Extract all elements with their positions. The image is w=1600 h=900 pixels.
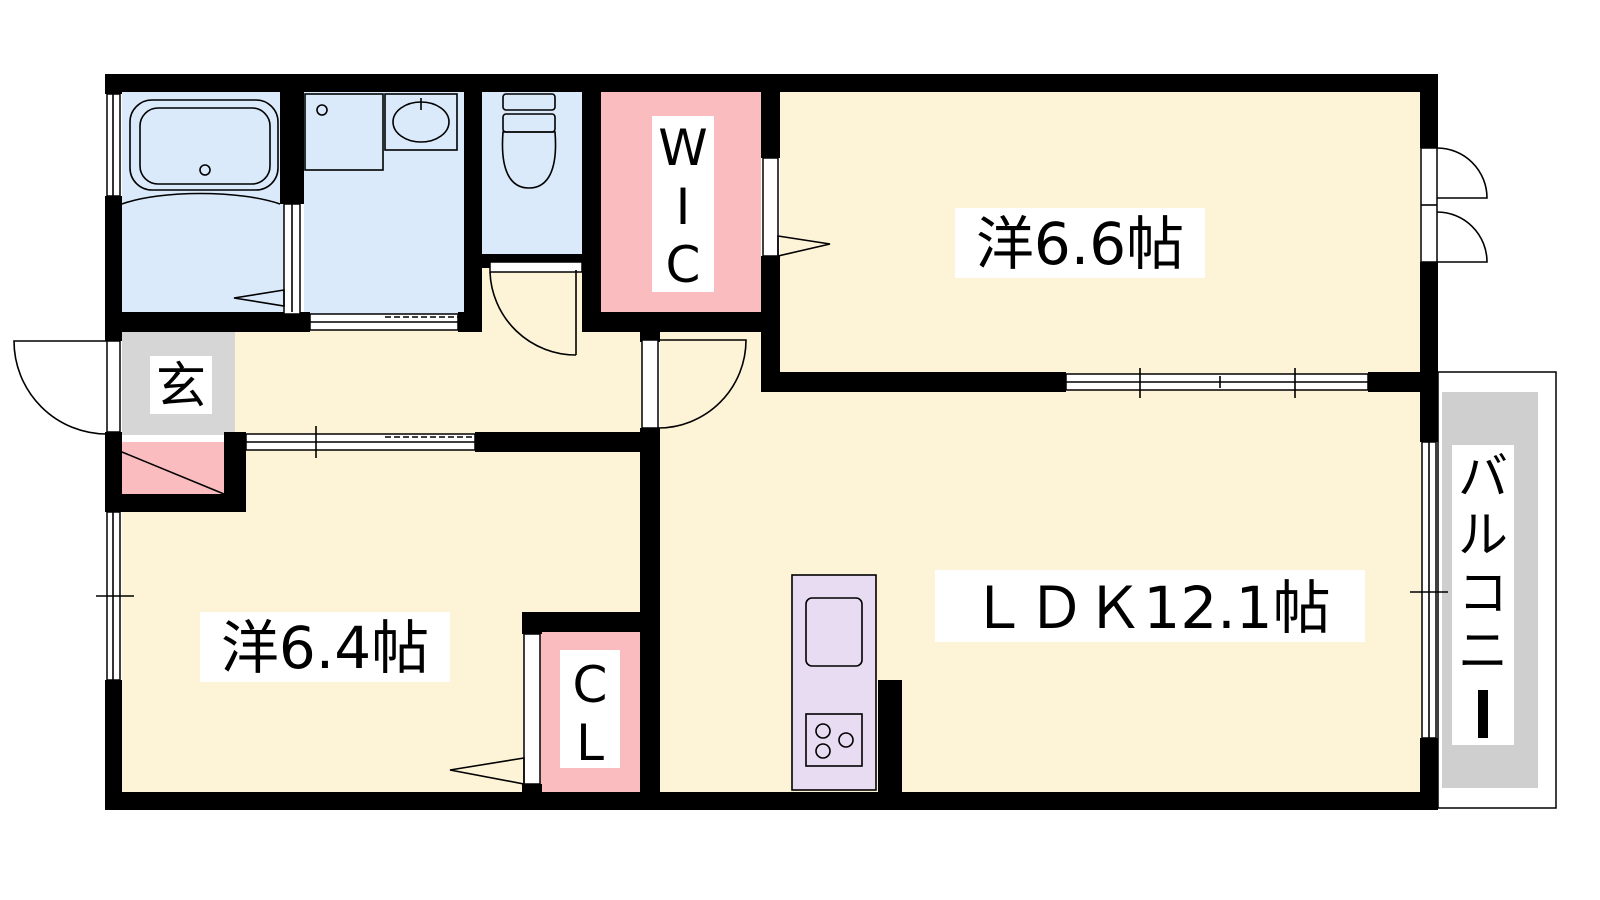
balcony-door-icon[interactable] bbox=[1420, 147, 1488, 263]
kitchen-counter bbox=[791, 574, 877, 791]
ldk-label: ＬＤＫ12.1帖 bbox=[935, 570, 1365, 642]
western-b-label: 洋6.4帖 bbox=[200, 612, 450, 682]
svg-text:ＬＤＫ12.1帖: ＬＤＫ12.1帖 bbox=[969, 574, 1330, 642]
wic-door[interactable] bbox=[762, 157, 779, 257]
bathtub-icon bbox=[121, 99, 281, 205]
svg-text:ー: ー bbox=[1458, 680, 1508, 738]
closet-door[interactable] bbox=[523, 633, 541, 785]
toilet-door-icon[interactable] bbox=[489, 261, 583, 356]
balcony-label: バ ル コ ニ ー bbox=[1452, 445, 1514, 745]
svg-text:バ: バ bbox=[1458, 448, 1508, 506]
stove-icon bbox=[805, 713, 863, 767]
wic-label: W I C bbox=[652, 116, 714, 294]
svg-text:I: I bbox=[676, 178, 691, 236]
entrance-label: 玄 bbox=[150, 356, 212, 415]
shoe-closet-diagonal bbox=[121, 451, 225, 495]
fixtures bbox=[121, 93, 877, 791]
svg-text:C: C bbox=[666, 236, 701, 294]
entrance-door-icon[interactable] bbox=[13, 340, 121, 435]
svg-text:洋6.6帖: 洋6.6帖 bbox=[976, 210, 1184, 278]
shoe-closet bbox=[122, 442, 224, 494]
sink-icon bbox=[805, 597, 863, 667]
svg-text:C: C bbox=[573, 656, 608, 714]
svg-text:コ: コ bbox=[1458, 564, 1508, 622]
svg-text:L: L bbox=[576, 714, 604, 772]
western-a-label: 洋6.6帖 bbox=[955, 208, 1205, 278]
balcony-long-mark bbox=[1478, 690, 1488, 738]
svg-text:ル: ル bbox=[1458, 506, 1508, 564]
walls bbox=[105, 74, 1438, 810]
svg-text:ニ: ニ bbox=[1458, 622, 1508, 680]
washbasin-icon bbox=[384, 93, 458, 151]
toilet-icon bbox=[501, 93, 557, 189]
swing-doors bbox=[13, 147, 1488, 435]
windows bbox=[96, 93, 1448, 785]
closet-label: C L bbox=[560, 650, 620, 772]
washing-machine-pan bbox=[304, 93, 384, 171]
svg-text:W: W bbox=[658, 119, 707, 177]
svg-text:玄: 玄 bbox=[156, 357, 206, 415]
ldk-door-icon[interactable] bbox=[641, 339, 747, 429]
hallway-floor bbox=[235, 330, 645, 435]
svg-text:洋6.4帖: 洋6.4帖 bbox=[221, 614, 429, 682]
room-labels: 洋6.6帖 洋6.4帖 ＬＤＫ12.1帖 玄 W I C C L バ ル bbox=[150, 116, 1514, 772]
